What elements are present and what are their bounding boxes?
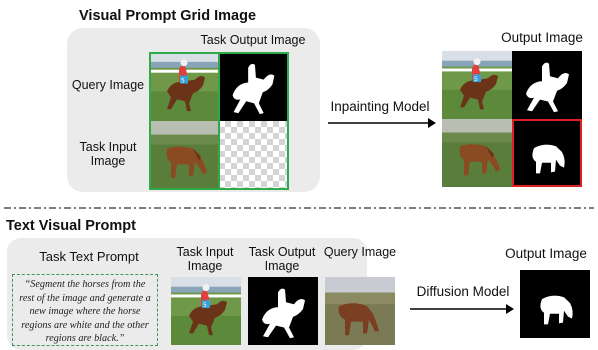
bottom-task-input-label: Task Input Image [168, 245, 242, 273]
bottom-task-output-mask [248, 277, 318, 345]
checkerboard-placeholder [219, 121, 287, 190]
top-output-image-label: Output Image [501, 30, 583, 45]
task-input-label-text: Task Input Image [79, 140, 137, 168]
output-mask-top [512, 51, 582, 119]
output-query-photo [442, 51, 512, 119]
visual-prompt-grid [149, 52, 289, 190]
top-section-title: Visual Prompt Grid Image [79, 8, 257, 24]
task-text-prompt-label: Task Text Prompt [39, 249, 139, 264]
inpainting-model-label: Inpainting Model [330, 99, 430, 114]
bottom-output-mask [520, 270, 590, 338]
diffusion-model-label: Diffusion Model [416, 284, 510, 299]
bottom-section-title: Text Visual Prompt [6, 218, 136, 234]
output-highlight-frame [512, 119, 582, 187]
task-text-prompt-box: “Segment the horses from the rest of the… [12, 274, 158, 346]
bottom-task-output-text: Task Output Image [248, 245, 316, 273]
bottom-task-output-label: Task Output Image [242, 245, 322, 273]
grid-divider-vertical [218, 52, 220, 190]
top-output-grid [442, 51, 582, 187]
query-image-label: Query Image [71, 78, 145, 92]
task-output-image-label: Task Output Image [200, 33, 306, 47]
bottom-output-image-label: Output Image [505, 246, 587, 261]
bottom-query-image-label: Query Image [323, 245, 397, 259]
bottom-task-input-text: Task Input Image [176, 245, 234, 273]
output-input-photo [442, 119, 512, 187]
arrow-right-icon [328, 118, 436, 128]
section-separator [4, 207, 594, 209]
bottom-task-input-photo [171, 277, 241, 345]
task-input-image-label: Task Input Image [74, 140, 142, 168]
bottom-query-photo [325, 277, 395, 345]
arrow-right-icon [410, 304, 514, 314]
